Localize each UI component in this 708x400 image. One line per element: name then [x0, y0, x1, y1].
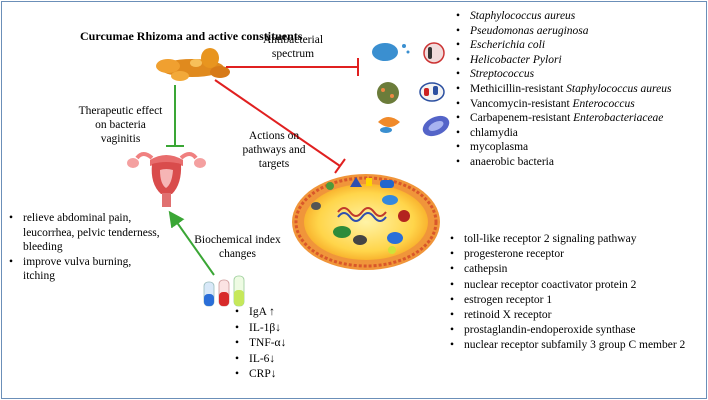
actions-label-line: pathways and	[242, 144, 306, 156]
bacteria-item: Escherichia coli	[456, 38, 671, 53]
therapeutic-label-line: Therapeutic effect	[78, 105, 163, 117]
target-item: cathepsin	[450, 262, 685, 277]
target-item: progesterone receptor	[450, 247, 685, 262]
inhibit-arrow-therapeutic	[166, 85, 184, 147]
target-item: nuclear receptor subfamily 3 group C mem…	[450, 338, 685, 353]
actions-label-line: targets	[258, 158, 290, 170]
symptom-item: relieve abdominal pain, leucorrhea, pelv…	[9, 211, 160, 255]
bacteria-item: mycoplasma	[456, 140, 671, 155]
inhibit-arrow-antibacterial	[226, 58, 359, 76]
cell-image	[292, 174, 440, 270]
biomarker-item: IL-1β↓	[235, 321, 286, 337]
symptom-list: relieve abdominal pain, leucorrhea, pelv…	[9, 211, 160, 284]
biomarker-item: TNF-α↓	[235, 336, 286, 352]
turmeric-rhizome-image	[156, 48, 230, 81]
bacteria-images	[372, 42, 450, 137]
bacteria-item: Methicillin-resistant Staphylococcus aur…	[456, 82, 671, 97]
biochemical-arrow	[168, 210, 215, 276]
target-item: nuclear receptor coactivator protein 2	[450, 278, 685, 293]
antibacterial-label-line: Antibacterial	[262, 34, 324, 46]
antibacterial-label-line: spectrum	[271, 48, 315, 60]
bacteria-item: Helicobacter Pylori	[456, 53, 671, 68]
symptom-item: improve vulva burning, itching	[9, 255, 160, 284]
target-item: retinoid X receptor	[450, 308, 685, 323]
therapeutic-label-line: on bacteria	[95, 119, 146, 131]
therapeutic-effect-label: Therapeutic effect on bacteria vaginitis	[73, 104, 168, 146]
biomarker-item: IL-6↓	[235, 352, 286, 368]
bacteria-item: Pseudomonas aeruginosa	[456, 24, 671, 39]
target-item: estrogen receptor 1	[450, 293, 685, 308]
therapeutic-label-line: vaginitis	[100, 133, 141, 145]
actions-label: Actions on pathways and targets	[233, 129, 315, 171]
target-item: toll-like receptor 2 signaling pathway	[450, 232, 685, 247]
bacteria-item: Staphylococcus aureus	[456, 9, 671, 24]
bacteria-item: Streptococcus	[456, 67, 671, 82]
biochemical-label-line: Biochemical index	[194, 234, 281, 246]
uterus-image	[127, 152, 206, 207]
targets-list: toll-like receptor 2 signaling pathway p…	[450, 232, 685, 354]
bacteria-item: chlamydia	[456, 126, 671, 141]
biomarker-item: IgA ↑	[235, 305, 286, 321]
bacteria-item: Carbapenem-resistant Enterobacteriaceae	[456, 111, 671, 126]
target-item: prostaglandin-endoperoxide synthase	[450, 323, 685, 338]
diagram-title: Curcumae Rhizoma and active constituents	[80, 29, 303, 43]
test-tubes-image	[203, 275, 245, 307]
antibacterial-spectrum-label: Antibacterial spectrum	[253, 33, 333, 61]
biomarker-list: IgA ↑ IL-1β↓ TNF-α↓ IL-6↓ CRP↓	[235, 305, 286, 383]
bacteria-item: Vancomycin-resistant Enterococcus	[456, 97, 671, 112]
biomarker-item: CRP↓	[235, 367, 286, 383]
actions-label-line: Actions on	[248, 130, 300, 142]
biochemical-label-line: changes	[218, 248, 257, 260]
inhibit-arrow-cell	[214, 79, 346, 174]
biochemical-label: Biochemical index changes	[185, 233, 290, 261]
bacteria-item: anaerobic bacteria	[456, 155, 671, 170]
bacteria-list: Staphylococcus aureus Pseudomonas aerugi…	[456, 9, 671, 170]
